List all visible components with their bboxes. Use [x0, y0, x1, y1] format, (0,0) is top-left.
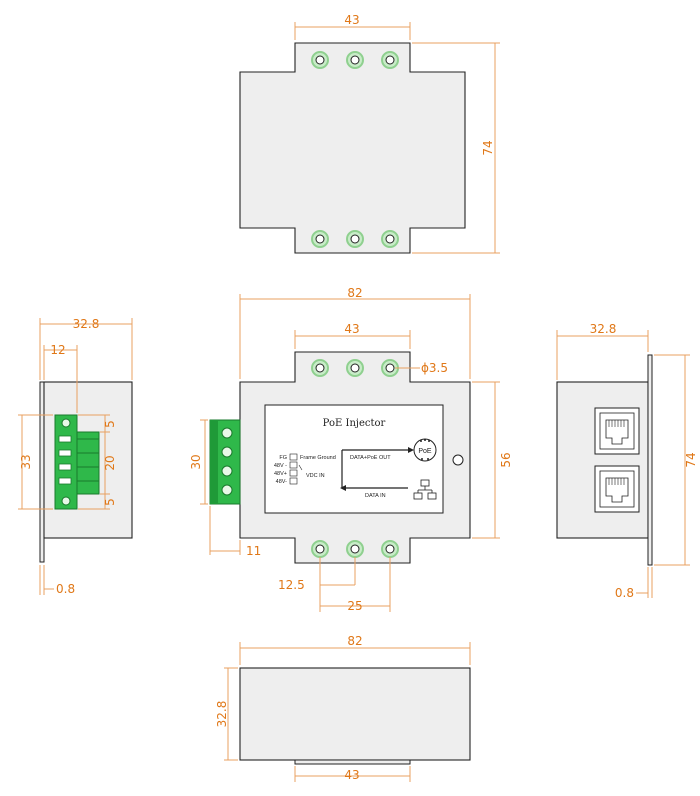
left-view-height-label: 33	[19, 454, 33, 469]
mount-hole	[346, 51, 364, 69]
mount-hole	[346, 540, 364, 558]
mount-hole	[346, 230, 364, 248]
front-view-height-label: 56	[499, 452, 513, 467]
front-view-flange-width-dimension: 43	[294, 322, 411, 349]
terminal-screw	[221, 465, 233, 477]
right-view-flange	[647, 354, 653, 566]
right-view-height-label: 74	[684, 452, 698, 467]
hole-diameter-label: ϕ3.5	[421, 361, 448, 375]
bottom-view-height-label: 32.8	[215, 701, 229, 728]
pin-label: 48V+	[274, 471, 287, 477]
terminal-screw	[221, 427, 233, 439]
front-view-mount-holes	[311, 359, 399, 558]
rj45-port-icon	[594, 465, 640, 513]
pin-label: FG	[279, 455, 287, 461]
left-view-depth-dimension: 32.8	[39, 317, 133, 380]
left-view-depth-label: 32.8	[73, 317, 100, 331]
right-view-thickness-dimension: 0.8	[615, 567, 653, 600]
mount-hole	[311, 230, 329, 248]
terminal-screw	[221, 446, 233, 458]
frame-ground-label: Frame Ground	[300, 455, 336, 461]
top-view-mount-holes	[311, 51, 399, 248]
data-in-label: DATA IN	[365, 493, 386, 499]
connector-height-label: 30	[189, 454, 203, 469]
bottom-view: 82 32.8 43	[215, 634, 471, 782]
front-view-overall-width-label: 82	[347, 286, 362, 300]
mount-hole	[311, 540, 329, 558]
hole-diameter-dimension: ϕ3.5	[395, 361, 448, 375]
pin-label: 48V-	[276, 479, 287, 485]
bottom-view-height-dimension: 32.8	[215, 667, 238, 761]
terminal-screw	[221, 484, 233, 496]
pin-label: 48V -	[274, 463, 287, 469]
rj45-port-icon	[594, 407, 640, 455]
top-view-width-dimension: 43	[294, 13, 411, 40]
hole-offset-dimension: 12.5	[278, 557, 356, 592]
connector-depth-label: 11	[246, 544, 261, 558]
vdc-in-label: VDC IN	[306, 473, 325, 479]
svg-text:PoE: PoE	[418, 448, 432, 455]
right-view-depth-label: 32.8	[590, 322, 617, 336]
mount-hole	[381, 540, 399, 558]
bottom-view-flange-dimension: 43	[294, 766, 411, 782]
left-view: 32.8 12 33 5 20 5 0.8	[18, 317, 133, 596]
mount-hole	[311, 359, 329, 377]
label-title: PoE Injector	[323, 418, 386, 429]
hole-pitch-dimension: 25	[319, 557, 391, 613]
right-view: 32.8 74 0.8	[556, 322, 698, 600]
left-view-offset-label: 12	[50, 343, 65, 357]
right-view-housing	[556, 381, 649, 539]
label-panel: PoE Injector FG 48V - 48V+ 48V- Frame Gr…	[264, 404, 444, 514]
pin-boxes	[289, 453, 298, 485]
mount-hole	[346, 359, 364, 377]
hole-pitch-label: 25	[347, 599, 362, 613]
right-view-height-dimension: 74	[654, 354, 698, 566]
left-view-thickness-label: 0.8	[56, 582, 75, 596]
front-view-flange-width-label: 43	[344, 322, 359, 336]
connector-depth-dimension: 11	[209, 506, 261, 558]
terminal-block	[209, 419, 241, 505]
poe-badge-icon: PoE	[413, 438, 437, 462]
left-view-flange	[39, 381, 45, 563]
data-poe-out-label: DATA+PoE OUT	[350, 455, 391, 461]
hole-offset-label: 12.5	[278, 578, 305, 592]
mount-hole	[311, 51, 329, 69]
mount-hole	[381, 230, 399, 248]
left-view-offset-dimension: 12	[43, 343, 78, 413]
bottom-view-width-dimension: 82	[239, 634, 471, 665]
front-view-height-dimension: 56	[472, 381, 513, 539]
top-view-height-label: 74	[481, 140, 495, 155]
left-terminal-block	[54, 414, 100, 510]
front-view-overall-width-dimension: 82	[239, 286, 471, 379]
top-view-width-label: 43	[344, 13, 359, 27]
left-view-pin-span-label: 20	[103, 455, 117, 470]
bottom-view-flange	[294, 759, 411, 765]
left-view-height-dimension: 33	[18, 414, 53, 510]
network-icon	[413, 479, 437, 500]
right-view-depth-dimension: 32.8	[556, 322, 649, 380]
status-led	[452, 454, 464, 466]
left-view-bottom-gap-label: 5	[103, 498, 117, 506]
bottom-view-flange-label: 43	[344, 768, 359, 782]
connector-height-dimension: 30	[189, 419, 208, 505]
front-view: PoE Injector FG 48V - 48V+ 48V- Frame Gr…	[189, 286, 513, 613]
left-view-pin-dimensions: 5 20 5	[78, 414, 117, 510]
right-view-thickness-label: 0.8	[615, 586, 634, 600]
top-view-housing	[239, 42, 466, 254]
left-view-thickness-dimension: 0.8	[39, 565, 75, 596]
top-view: 43 74	[239, 13, 500, 254]
left-view-top-gap-label: 5	[103, 420, 117, 428]
mount-hole	[381, 51, 399, 69]
top-view-height-dimension: 74	[412, 42, 500, 254]
bottom-view-width-label: 82	[347, 634, 362, 648]
bottom-view-housing	[239, 667, 471, 761]
